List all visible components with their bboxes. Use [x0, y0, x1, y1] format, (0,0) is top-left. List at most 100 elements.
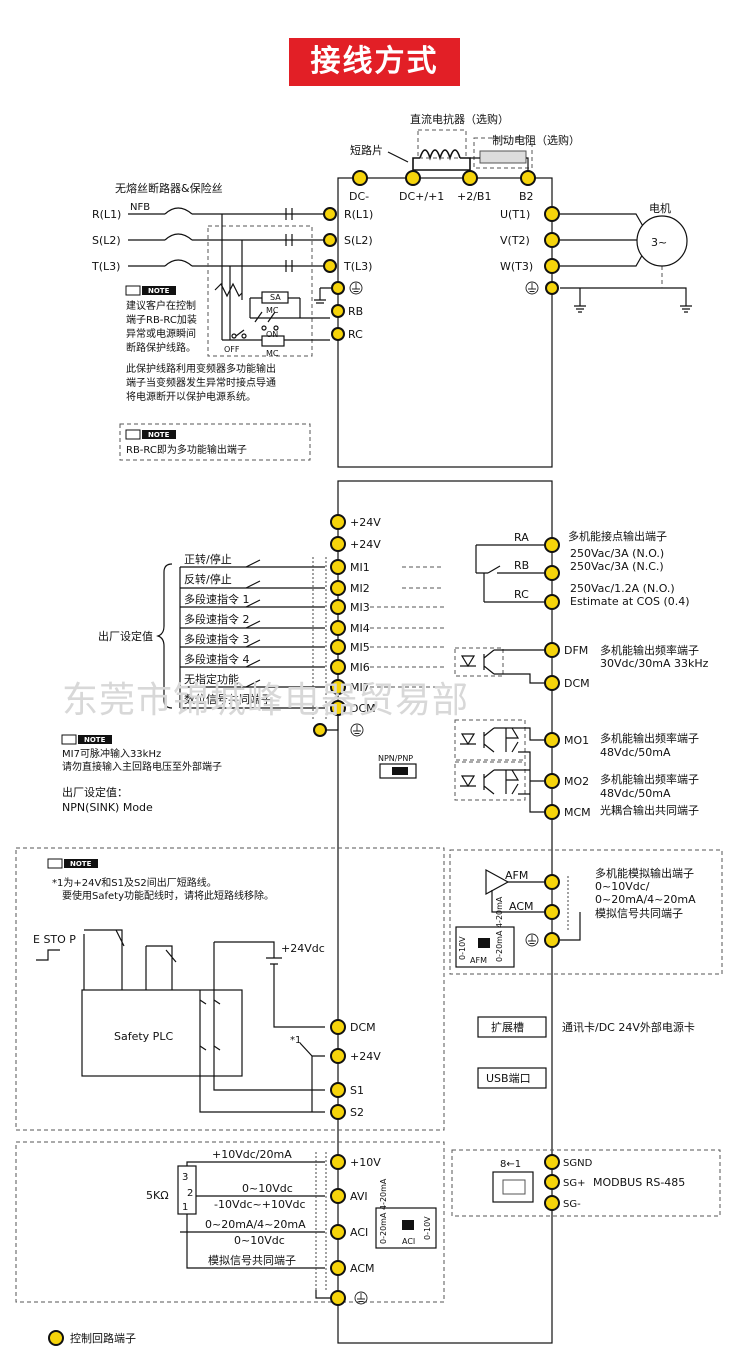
- terminal-label-r: R(L1): [344, 208, 373, 221]
- short-piece-arrow: [387, 151, 409, 163]
- terminal-ground-analog: [330, 1290, 346, 1306]
- dfm-wires: [494, 649, 544, 684]
- bus-label-dc-plus: DC+/+1: [399, 190, 444, 203]
- page-title: 接线方式: [289, 38, 460, 86]
- terminal-dfm: [544, 642, 560, 658]
- analog-label-bipolar: -10Vdc~+10Vdc: [214, 1198, 306, 1211]
- note1-extra-2: 端子当变频器发生异常时接点导通: [126, 376, 276, 389]
- reactor-coil-icon: [419, 149, 461, 161]
- terminal-t: [323, 259, 337, 273]
- pot-label: 5KΩ: [146, 1189, 169, 1202]
- terminal-u: [544, 206, 560, 222]
- analog-boundary: [15, 1141, 445, 1303]
- afm-switch-opt1: 0-10V: [458, 936, 467, 960]
- relay-spec-4: Estimate at COS (0.4): [570, 595, 690, 608]
- analog-wiring: [180, 1152, 327, 1290]
- sg-minus-label: SG-: [563, 1199, 581, 1210]
- terminal-label-mi6: MI6: [350, 661, 370, 674]
- terminal-mi5: [330, 639, 346, 655]
- mc-contact-icon: [285, 208, 293, 272]
- off-label: OFF: [224, 345, 240, 354]
- npn-pnp-label: NPN/PNP: [378, 754, 413, 763]
- terminal-mi3: [330, 599, 346, 615]
- input-group-brace: [156, 563, 173, 709]
- terminal-label-dcm: DCM: [350, 702, 376, 715]
- relay-spec-2: 250Vac/3A (N.C.): [570, 560, 664, 573]
- terminal-mi2: [330, 580, 346, 596]
- terminal-rc: [544, 594, 560, 610]
- mcm-label: MCM: [564, 806, 591, 819]
- note2-text: RB-RC即为多功能输出端子: [126, 443, 247, 456]
- protection-circuit: [214, 214, 330, 347]
- safety-plc-label: Safety PLC: [114, 1030, 173, 1043]
- aci-switch-opt1: 0-20mA 4-20mA: [379, 1178, 388, 1244]
- modbus-label: MODBUS RS-485: [593, 1176, 685, 1189]
- terminal-mi4: [330, 620, 346, 636]
- legend-terminal-icon: [48, 1330, 64, 1346]
- afm-switch-opt2: 0-20mA 4-20mA: [495, 896, 504, 962]
- terminal-mi6: [330, 659, 346, 675]
- terminal-label-mi4: MI4: [350, 622, 370, 635]
- pot-pin-1: 1: [182, 1202, 188, 1213]
- safety-s1-label: S1: [350, 1084, 364, 1097]
- note-label-4: NOTE: [70, 860, 92, 868]
- note1-line-2: 端子RB-RC加装: [126, 313, 197, 326]
- aci-switch-name: ACI: [402, 1237, 415, 1246]
- usb-port-label: USB端口: [486, 1072, 531, 1085]
- nfb-label: NFB: [130, 202, 150, 213]
- ground-icon: [525, 281, 539, 295]
- terminal-rb: [544, 565, 560, 581]
- input-func-5: 多段速指令 3: [184, 632, 250, 646]
- breaker-switch-icon: [128, 207, 330, 267]
- input-line-t: T(L3): [91, 260, 120, 273]
- mc-label-1: MC: [266, 306, 279, 315]
- sa-label: SA: [270, 293, 281, 302]
- mcm-desc: 光耦合输出共同端子: [600, 803, 699, 817]
- terminal-sg-plus: [544, 1174, 560, 1190]
- ground-icon: [326, 715, 364, 737]
- mo-wires: [494, 727, 544, 813]
- ground-icon: [315, 1290, 368, 1305]
- pot-pin-2: 2: [187, 1188, 193, 1199]
- afm-boundary: [449, 849, 723, 975]
- note1-line-1: 建议客户在控制: [126, 299, 196, 312]
- input-wiring: [179, 557, 444, 720]
- terminal-b2: [520, 170, 536, 186]
- terminal-aci: [330, 1224, 346, 1240]
- terminal-ground-left: [331, 281, 345, 295]
- terminal-label-acm: ACM: [350, 1262, 375, 1275]
- note2-boundary: [119, 423, 311, 461]
- ground-icon: [525, 912, 581, 947]
- note1-extra-3: 将电源断开以保护电源系统。: [126, 390, 256, 403]
- terminal-sgnd: [544, 1154, 560, 1170]
- terminal-safety-24v: [330, 1048, 346, 1064]
- terminal-dcm-out: [544, 675, 560, 691]
- resistor-boundary: [473, 137, 533, 169]
- dfm-desc-1: 多机能输出频率端子: [600, 643, 699, 657]
- estop-label: E STO P: [33, 933, 76, 946]
- terminal-b1: [462, 170, 478, 186]
- expansion-slot-label: 扩展槽: [491, 1020, 524, 1034]
- rj45-pin-label: 8←1: [500, 1159, 521, 1170]
- note-label-3: NOTE: [84, 736, 106, 744]
- note-label-1: NOTE: [148, 287, 170, 295]
- aci-switch-opt2: 0-10V: [423, 1216, 432, 1240]
- dfm-desc-2: 30Vdc/30mA 33kHz: [600, 657, 709, 670]
- terminal-ground-right: [545, 281, 559, 295]
- motor-icon: [636, 215, 688, 267]
- motor-symbol: 3~: [651, 236, 667, 249]
- mo1-desc-1: 多机能输出频率端子: [600, 731, 699, 745]
- input-line-r: R(L1): [92, 208, 121, 221]
- dcm-out-label: DCM: [564, 677, 590, 690]
- terminal-10v: [330, 1154, 346, 1170]
- watermark-text: 东莞市锦城峰电器贸易部: [62, 680, 469, 721]
- motor-wires: [560, 213, 645, 267]
- brake-resistor-label: 制动电阻（选购）: [492, 133, 580, 147]
- terminal-mo2: [544, 773, 560, 789]
- afm-switch-knob: [478, 938, 490, 948]
- expansion-slot: [477, 1016, 547, 1038]
- afm-desc-3: 0~20mA/4~20mA: [595, 893, 696, 906]
- star1-label: *1: [290, 1035, 301, 1046]
- analog-label-aci-volt: 0~10Vdc: [234, 1234, 285, 1247]
- analog-label-current: 0~20mA/4~20mA: [205, 1218, 306, 1231]
